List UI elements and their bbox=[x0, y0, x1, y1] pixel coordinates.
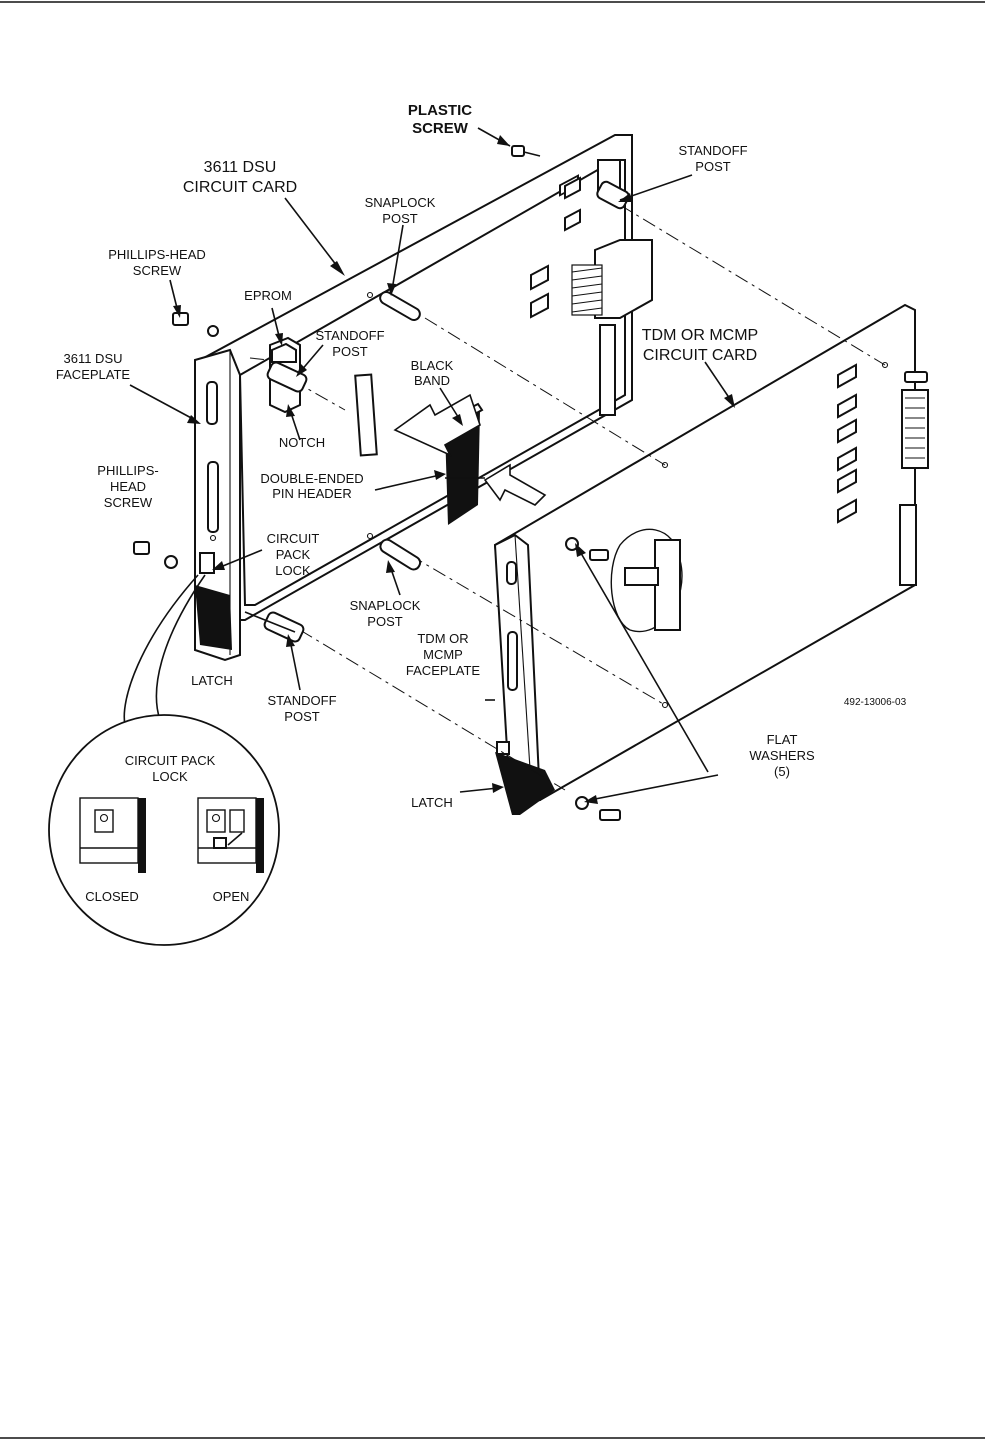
dsu-circuit-card bbox=[198, 134, 653, 621]
label-notch: NOTCH bbox=[279, 435, 325, 450]
label-phillips-bottom-3: SCREW bbox=[104, 495, 153, 510]
label-figure-number: 492-13006-03 bbox=[844, 697, 907, 708]
snaplock-post-top bbox=[366, 291, 421, 321]
label-dsu-card-1: 3611 DSU bbox=[204, 159, 277, 176]
label-snaplock-post-bottom-2: POST bbox=[367, 614, 402, 629]
label-tdm-faceplate-3: FACEPLATE bbox=[406, 663, 481, 678]
label-phillips-bottom-2: HEAD bbox=[110, 479, 146, 494]
label-open: OPEN bbox=[213, 889, 250, 904]
label-pin-header-1: DOUBLE-ENDED bbox=[260, 471, 363, 486]
tdm-circuit-card bbox=[493, 303, 929, 801]
label-tdm-faceplate-1: TDM OR bbox=[417, 631, 468, 646]
label-plastic-screw-2: SCREW bbox=[412, 120, 469, 137]
label-inset-title-2: LOCK bbox=[152, 769, 188, 784]
phillips-head-screw-bottom bbox=[133, 541, 178, 569]
label-dsu-faceplate-1: 3611 DSU bbox=[63, 351, 122, 366]
label-circuit-pack-lock-3: LOCK bbox=[275, 563, 311, 578]
label-snaplock-post-bottom-1: SNAPLOCK bbox=[350, 598, 421, 613]
labels: PLASTIC SCREW 3611 DSU CIRCUIT CARD STAN… bbox=[56, 102, 907, 904]
phillips-head-screw-top bbox=[172, 312, 219, 337]
tdm-faceplate bbox=[493, 533, 555, 815]
label-standoff-post-bottom-1: STANDOFF bbox=[267, 693, 336, 708]
snaplock-post-bottom bbox=[366, 532, 422, 571]
label-flat-washers-3: (5) bbox=[774, 764, 790, 779]
circuit-pack-lock-inset bbox=[48, 574, 280, 946]
dsu-card-slots bbox=[530, 174, 581, 319]
label-dsu-card-2: CIRCUIT CARD bbox=[183, 179, 297, 196]
label-standoff-post-top-1: STANDOFF bbox=[678, 143, 747, 158]
lock-open-detail bbox=[197, 797, 264, 873]
label-tdm-card-2: CIRCUIT CARD bbox=[643, 347, 757, 364]
label-flat-washers-1: FLAT bbox=[767, 732, 798, 747]
label-phillips-bottom-1: PHILLIPS- bbox=[97, 463, 158, 478]
leader-lines bbox=[129, 127, 735, 804]
label-latch-left: LATCH bbox=[191, 673, 233, 688]
label-black-band-1: BLACK bbox=[411, 358, 454, 373]
label-standoff-post-mid-1: STANDOFF bbox=[315, 328, 384, 343]
lock-closed-detail bbox=[79, 797, 146, 873]
label-flat-washers-2: WASHERS bbox=[749, 748, 815, 763]
label-black-band-2: BAND bbox=[414, 373, 450, 388]
label-latch-right: LATCH bbox=[411, 795, 453, 810]
label-tdm-faceplate-2: MCMP bbox=[423, 647, 463, 662]
label-pin-header-2: PIN HEADER bbox=[272, 486, 351, 501]
label-circuit-pack-lock-2: PACK bbox=[276, 547, 311, 562]
circuit-pack-lock-part bbox=[199, 552, 215, 574]
plastic-screw bbox=[511, 145, 541, 157]
insertion-arrows bbox=[393, 393, 547, 506]
label-tdm-card-1: TDM OR MCMP bbox=[642, 327, 758, 344]
label-circuit-pack-lock-1: CIRCUIT bbox=[267, 531, 320, 546]
label-standoff-post-mid-2: POST bbox=[332, 344, 367, 359]
label-dsu-faceplate-2: FACEPLATE bbox=[56, 367, 131, 382]
tdm-card-screws bbox=[565, 361, 928, 821]
dsu-card-connector bbox=[571, 264, 603, 316]
label-eprom: EPROM bbox=[244, 288, 292, 303]
dsu-faceplate bbox=[194, 348, 241, 662]
label-snaplock-post-top-2: POST bbox=[382, 211, 417, 226]
label-standoff-post-bottom-2: POST bbox=[284, 709, 319, 724]
tdm-card-connector bbox=[901, 389, 929, 469]
label-snaplock-post-top-1: SNAPLOCK bbox=[365, 195, 436, 210]
notch-strip bbox=[354, 373, 378, 457]
label-standoff-post-top-2: POST bbox=[695, 159, 730, 174]
label-closed: CLOSED bbox=[85, 889, 138, 904]
label-inset-title-1: CIRCUIT PACK bbox=[125, 753, 216, 768]
label-phillips-top-2: SCREW bbox=[133, 263, 182, 278]
label-plastic-screw-1: PLASTIC bbox=[408, 102, 472, 119]
label-phillips-top-1: PHILLIPS-HEAD bbox=[108, 247, 206, 262]
standoff-post-mid bbox=[266, 361, 308, 393]
